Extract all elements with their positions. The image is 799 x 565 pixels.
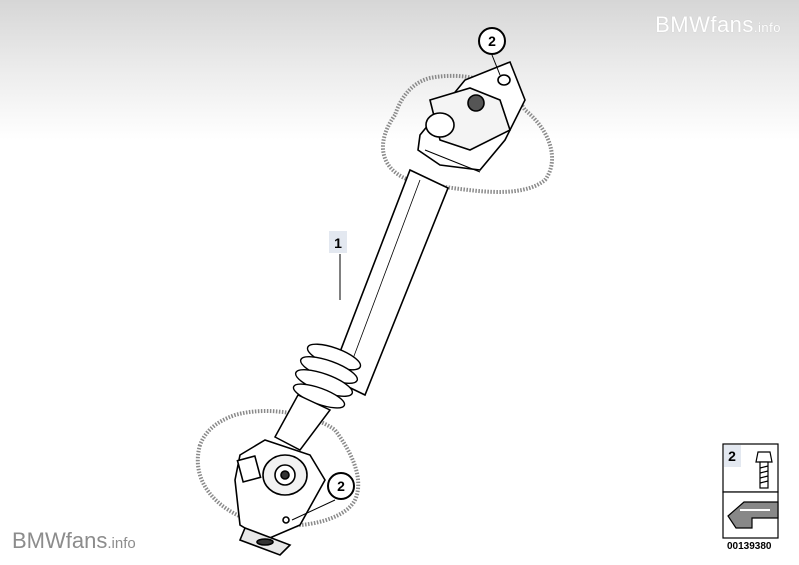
watermark-bottom: BMWfans.info xyxy=(12,528,136,554)
callout-2-bottom-label: 2 xyxy=(337,478,345,494)
callout-2-bottom: 2 xyxy=(291,472,355,521)
lower-highlight-region xyxy=(195,408,361,528)
watermark-bottom-suffix: .info xyxy=(107,535,136,552)
bolt-icon xyxy=(755,451,773,489)
upper-joint xyxy=(417,60,526,173)
watermark-bottom-brand: BMWfans xyxy=(12,528,108,553)
shaft-tube xyxy=(328,168,450,397)
lower-shaft xyxy=(273,394,332,451)
watermark-top: BMWfans.info xyxy=(655,12,781,38)
shaft-highlight-line xyxy=(344,179,421,381)
watermark-top-brand: BMWfans xyxy=(655,12,754,37)
watermark-top-suffix: .info xyxy=(753,20,781,35)
callout-1: 1 xyxy=(329,231,347,300)
callout-2-top: 2 xyxy=(478,27,506,76)
shaft-bellows xyxy=(292,343,362,409)
lower-joint xyxy=(234,439,326,556)
reference-code: 00139380 xyxy=(727,541,772,552)
parts-legend: 2 xyxy=(722,443,779,539)
legend-item-label: 2 xyxy=(728,448,736,464)
torque-arrow-icon xyxy=(727,501,779,529)
callout-1-label: 1 xyxy=(334,235,342,251)
callout-2-top-label: 2 xyxy=(488,33,496,49)
